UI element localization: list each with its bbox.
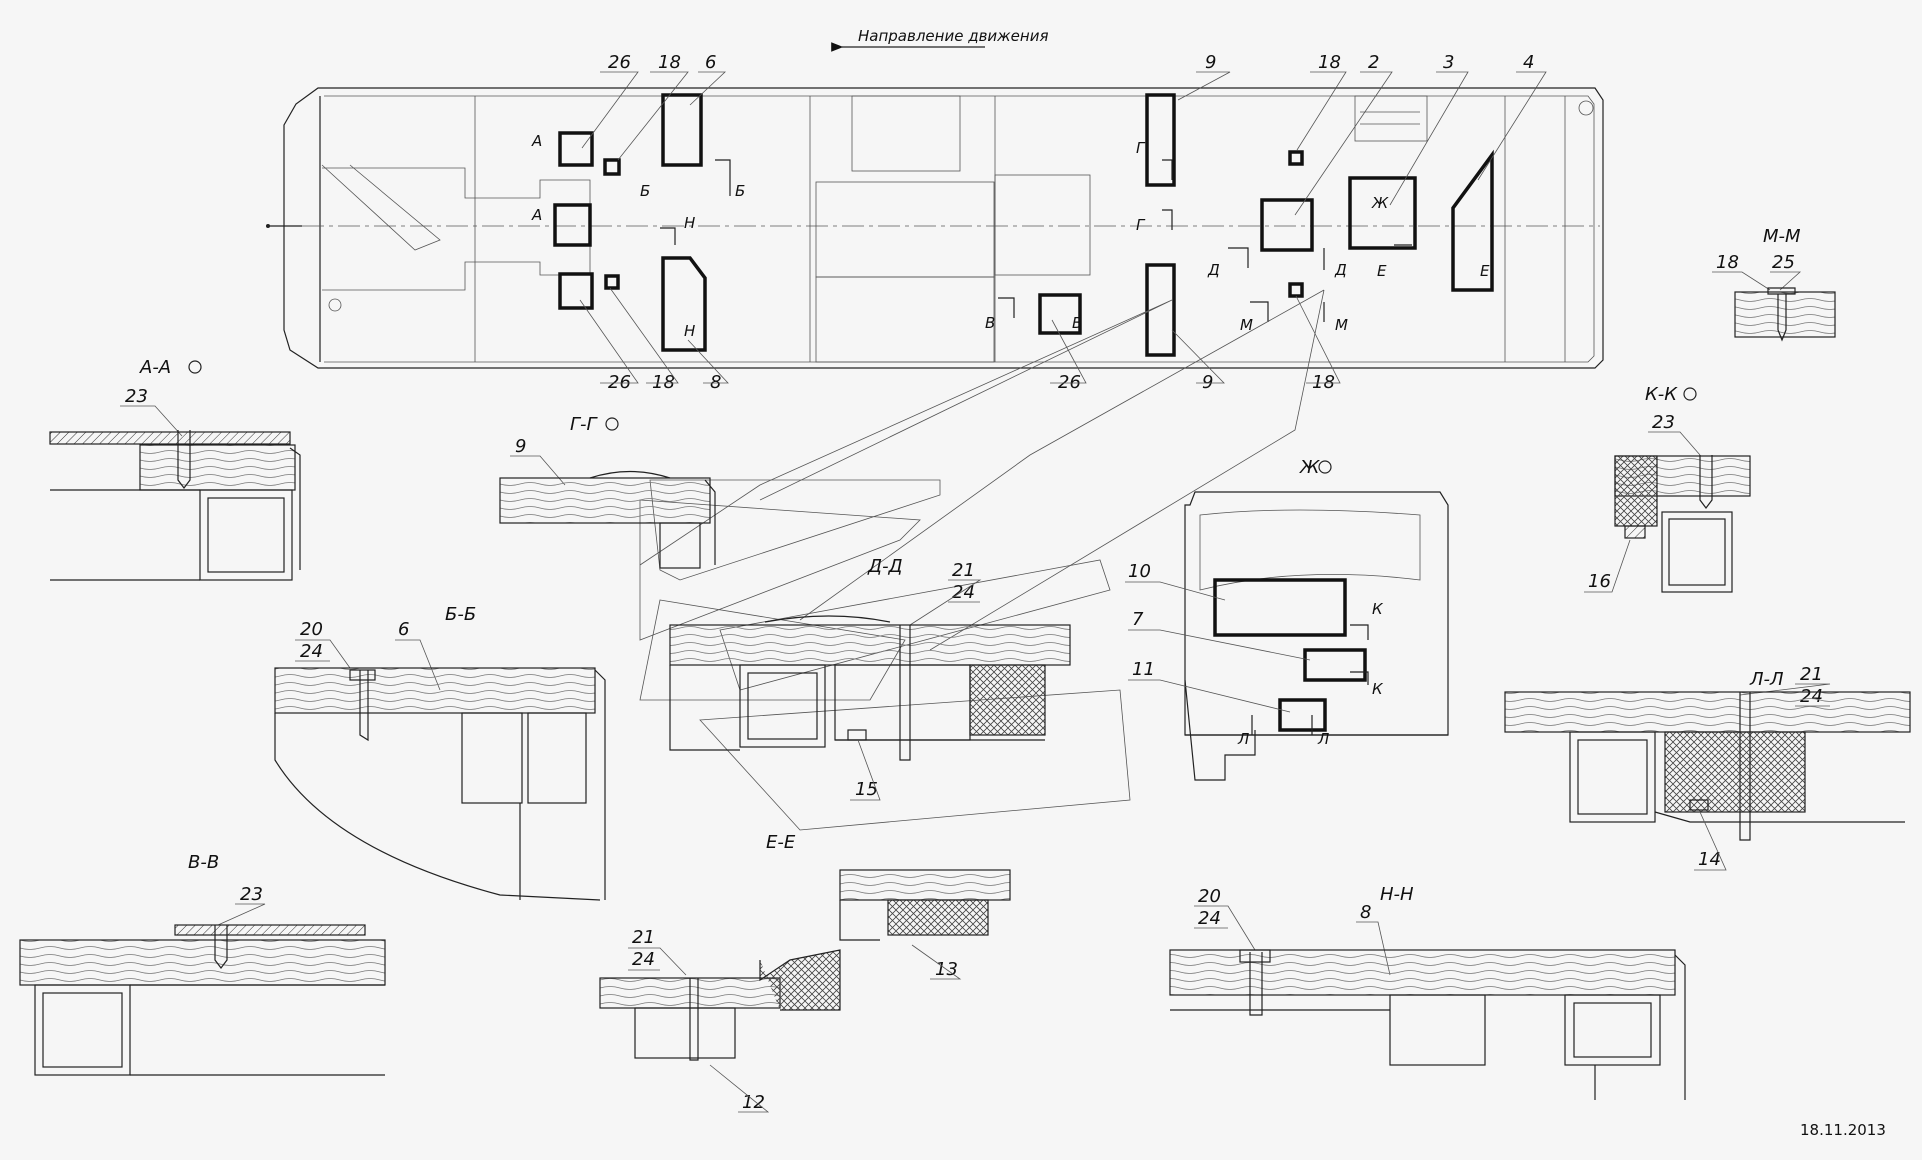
callout-25: 25 (1772, 252, 1795, 273)
section-title-M-M: М-М (1763, 226, 1801, 247)
callout-23: 23 (1652, 412, 1675, 433)
callout-20: 20 (300, 619, 323, 640)
section-mark-M: М (1335, 316, 1348, 334)
section-D-D: Д-Д 21 24 15 (669, 556, 1071, 801)
body-outline (283, 87, 1604, 369)
callout-21: 21 (952, 560, 975, 581)
callout-21: 21 (632, 927, 655, 948)
section-E-E: Е-Е 21 24 12 13 (599, 832, 1011, 1113)
plan-callout-18: 18 (1312, 372, 1335, 393)
callout-12: 12 (742, 1092, 765, 1113)
section-V-V: В-В 23 (19, 852, 386, 1076)
plan-callout-2: 2 (1368, 52, 1379, 73)
section-title-E-E: Е-Е (766, 832, 796, 853)
section-mark-B: Б (640, 182, 650, 200)
callout-24: 24 (632, 949, 655, 970)
section-title-V-V: В-В (188, 852, 219, 873)
section-mark-V: В (1072, 314, 1082, 332)
section-mark-K: К (1372, 680, 1384, 698)
plan-callout-3: 3 (1443, 52, 1454, 73)
callout-8: 8 (1360, 902, 1371, 923)
callout-24: 24 (300, 641, 323, 662)
section-title-K-K: К-К (1645, 384, 1678, 405)
plan-callout-18: 18 (658, 52, 681, 73)
section-L-L: Л-Л 21 24 14 (1504, 664, 1911, 871)
section-M-M: М-М 18 25 (1712, 226, 1836, 342)
bus-floor-plan: Направление движения (266, 27, 1604, 651)
section-mark-B: Б (735, 182, 745, 200)
section-mark-A: А (531, 132, 542, 150)
callout-7: 7 (1132, 609, 1144, 630)
view-Zh: Ж 10 7 11 К К Л Л (1125, 457, 1449, 781)
plan-callout-26: 26 (1058, 372, 1081, 393)
plan-callout-26: 26 (608, 372, 631, 393)
section-title-N-N: Н-Н (1380, 884, 1414, 905)
section-mark-E: Е (1480, 262, 1490, 280)
section-mark-Zh: Ж (1371, 194, 1389, 212)
callout-21: 21 (1800, 664, 1823, 685)
plan-callout-18: 18 (652, 372, 675, 393)
section-mark-G: Г (1136, 216, 1146, 234)
section-title-B-B: Б-Б (445, 604, 476, 625)
plan-callout-9: 9 (1202, 372, 1213, 393)
section-G-G: Г-Г 9 (499, 414, 716, 569)
section-mark-E: Е (1377, 262, 1387, 280)
section-mark-L: Л (1237, 730, 1249, 748)
plan-callout-4: 4 (1523, 52, 1534, 73)
section-B-B: Б-Б 20 24 6 (274, 604, 606, 901)
section-mark-L: Л (1317, 730, 1329, 748)
callout-16: 16 (1588, 571, 1611, 592)
plan-callout-8: 8 (710, 372, 721, 393)
section-mark-D: Д (1334, 261, 1347, 279)
plan-callout-26: 26 (608, 52, 631, 73)
callout-23: 23 (125, 386, 148, 407)
callout-18: 18 (1716, 252, 1739, 273)
section-A-A: А-А 23 (49, 357, 301, 581)
section-mark-N: Н (684, 322, 695, 340)
callout-6: 6 (398, 619, 409, 640)
section-mark-A: А (531, 206, 542, 224)
section-title-G-G: Г-Г (570, 414, 599, 435)
date-stamp: 18.11.2013 (1800, 1121, 1886, 1139)
callout-23: 23 (240, 884, 263, 905)
section-title-L-L: Л-Л (1749, 669, 1784, 690)
callout-24: 24 (1198, 908, 1221, 929)
section-mark-V: В (985, 314, 995, 332)
callout-14: 14 (1698, 849, 1721, 870)
callout-10: 10 (1128, 561, 1151, 582)
section-mark-N: Н (684, 214, 695, 232)
section-title-A-A: А-А (139, 357, 171, 378)
callout-9: 9 (515, 436, 526, 457)
callout-15: 15 (855, 779, 878, 800)
section-K-K: К-К 23 16 (1584, 384, 1751, 593)
section-N-N: Н-Н 20 24 8 (1169, 884, 1686, 1100)
section-E-E-outline (639, 479, 1131, 831)
plan-callout-9: 9 (1205, 52, 1216, 73)
section-title-Zh: Ж (1299, 457, 1320, 478)
section-mark-D: Д (1207, 261, 1220, 279)
section-mark-K: К (1372, 600, 1384, 618)
section-mark-G: Г (1136, 139, 1146, 157)
callout-20: 20 (1198, 886, 1221, 907)
direction-label: Направление движения (858, 27, 1048, 45)
section-title-D-D: Д-Д (867, 556, 903, 577)
callout-11: 11 (1132, 659, 1155, 680)
plan-callout-6: 6 (705, 52, 716, 73)
section-mark-M: М (1240, 316, 1253, 334)
plan-callout-18: 18 (1318, 52, 1341, 73)
